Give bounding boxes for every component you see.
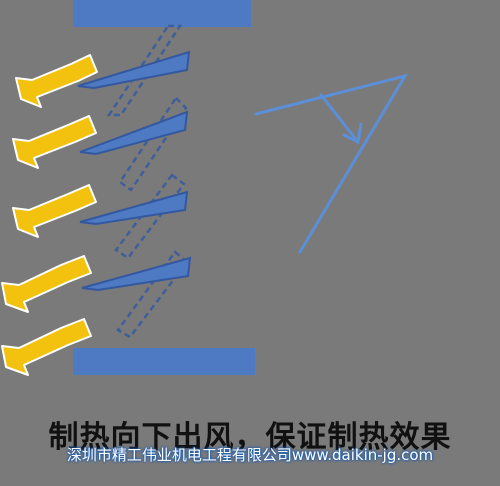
louver-vane: [79, 110, 189, 156]
louver-vanes: [77, 50, 192, 292]
louver-vane: [77, 50, 191, 90]
airflow-arrow: [12, 184, 97, 238]
ghost-vane: [118, 96, 188, 192]
caption: 制热向下出风，保证制热效果: [48, 420, 452, 455]
ghost-vane: [116, 250, 189, 339]
airflow-arrow: [15, 54, 98, 108]
airflow-arrow: [1, 255, 92, 313]
airflow-arrows: [1, 54, 98, 376]
bottom-panel: [73, 348, 255, 375]
louver-vane: [79, 190, 189, 226]
watermark: 深圳市精工伟业机电工程有限公司www.daikin-jg.com: [66, 446, 434, 464]
ghost-vanes: [106, 24, 189, 339]
louver-vane: [81, 256, 192, 292]
heating-symbol-icon: [254, 73, 409, 254]
top-panel: [73, 0, 251, 27]
airflow-arrow: [12, 115, 97, 169]
airflow-arrow: [1, 318, 92, 376]
ghost-vane: [114, 173, 186, 260]
